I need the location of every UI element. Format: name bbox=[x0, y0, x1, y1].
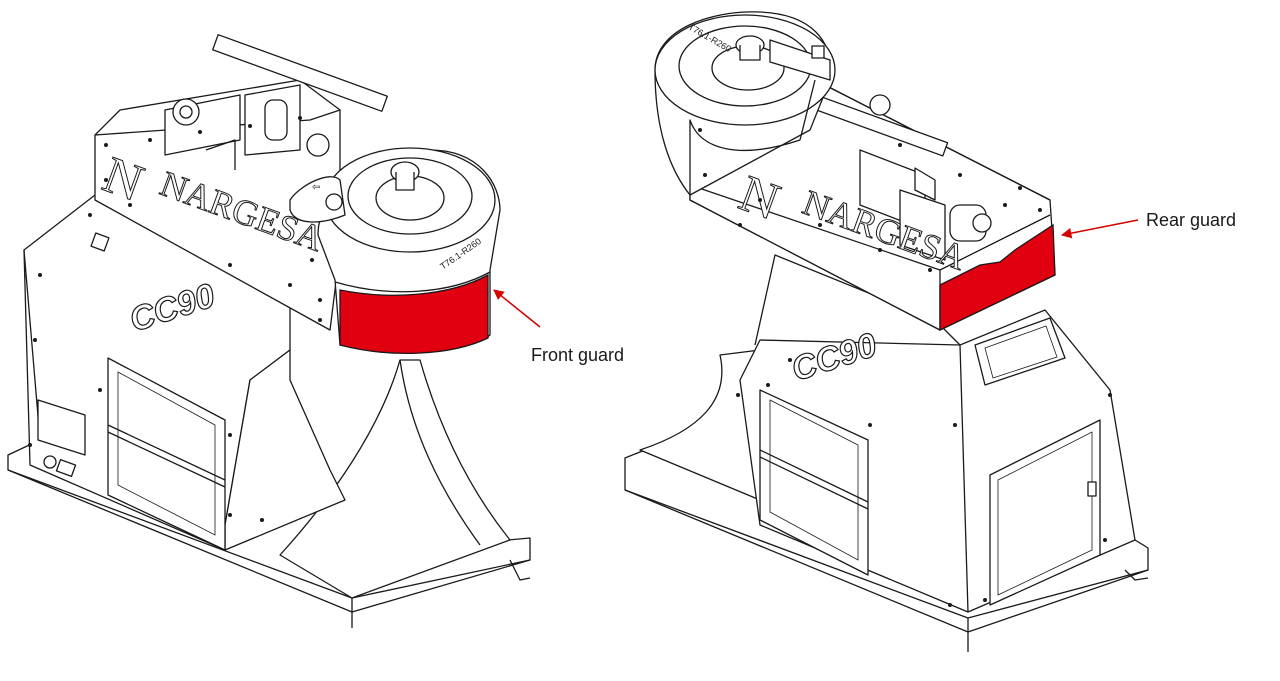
side-panel bbox=[37, 399, 86, 456]
front-opening bbox=[107, 357, 226, 551]
electrical-door bbox=[989, 419, 1101, 606]
arrow-icon bbox=[493, 289, 541, 328]
arrow-icon bbox=[1060, 219, 1139, 239]
svg-text:⇦: ⇦ bbox=[312, 182, 320, 193]
left-machine-view: CC90 N NARGESA T76.1-R260 ⇦ bbox=[7, 34, 531, 628]
front-guard bbox=[339, 273, 489, 354]
rear-guard-label: Rear guard bbox=[1146, 210, 1236, 230]
front-guard-label: Front guard bbox=[531, 345, 624, 365]
touchscreen-panel bbox=[974, 317, 1066, 386]
rear-guard-callout: Rear guard bbox=[1060, 210, 1236, 239]
front-guard-callout: Front guard bbox=[493, 289, 624, 365]
rear-guard bbox=[939, 223, 1056, 332]
right-machine-view: CC90 N NARGESA T76.1-R260 bbox=[624, 11, 1149, 652]
